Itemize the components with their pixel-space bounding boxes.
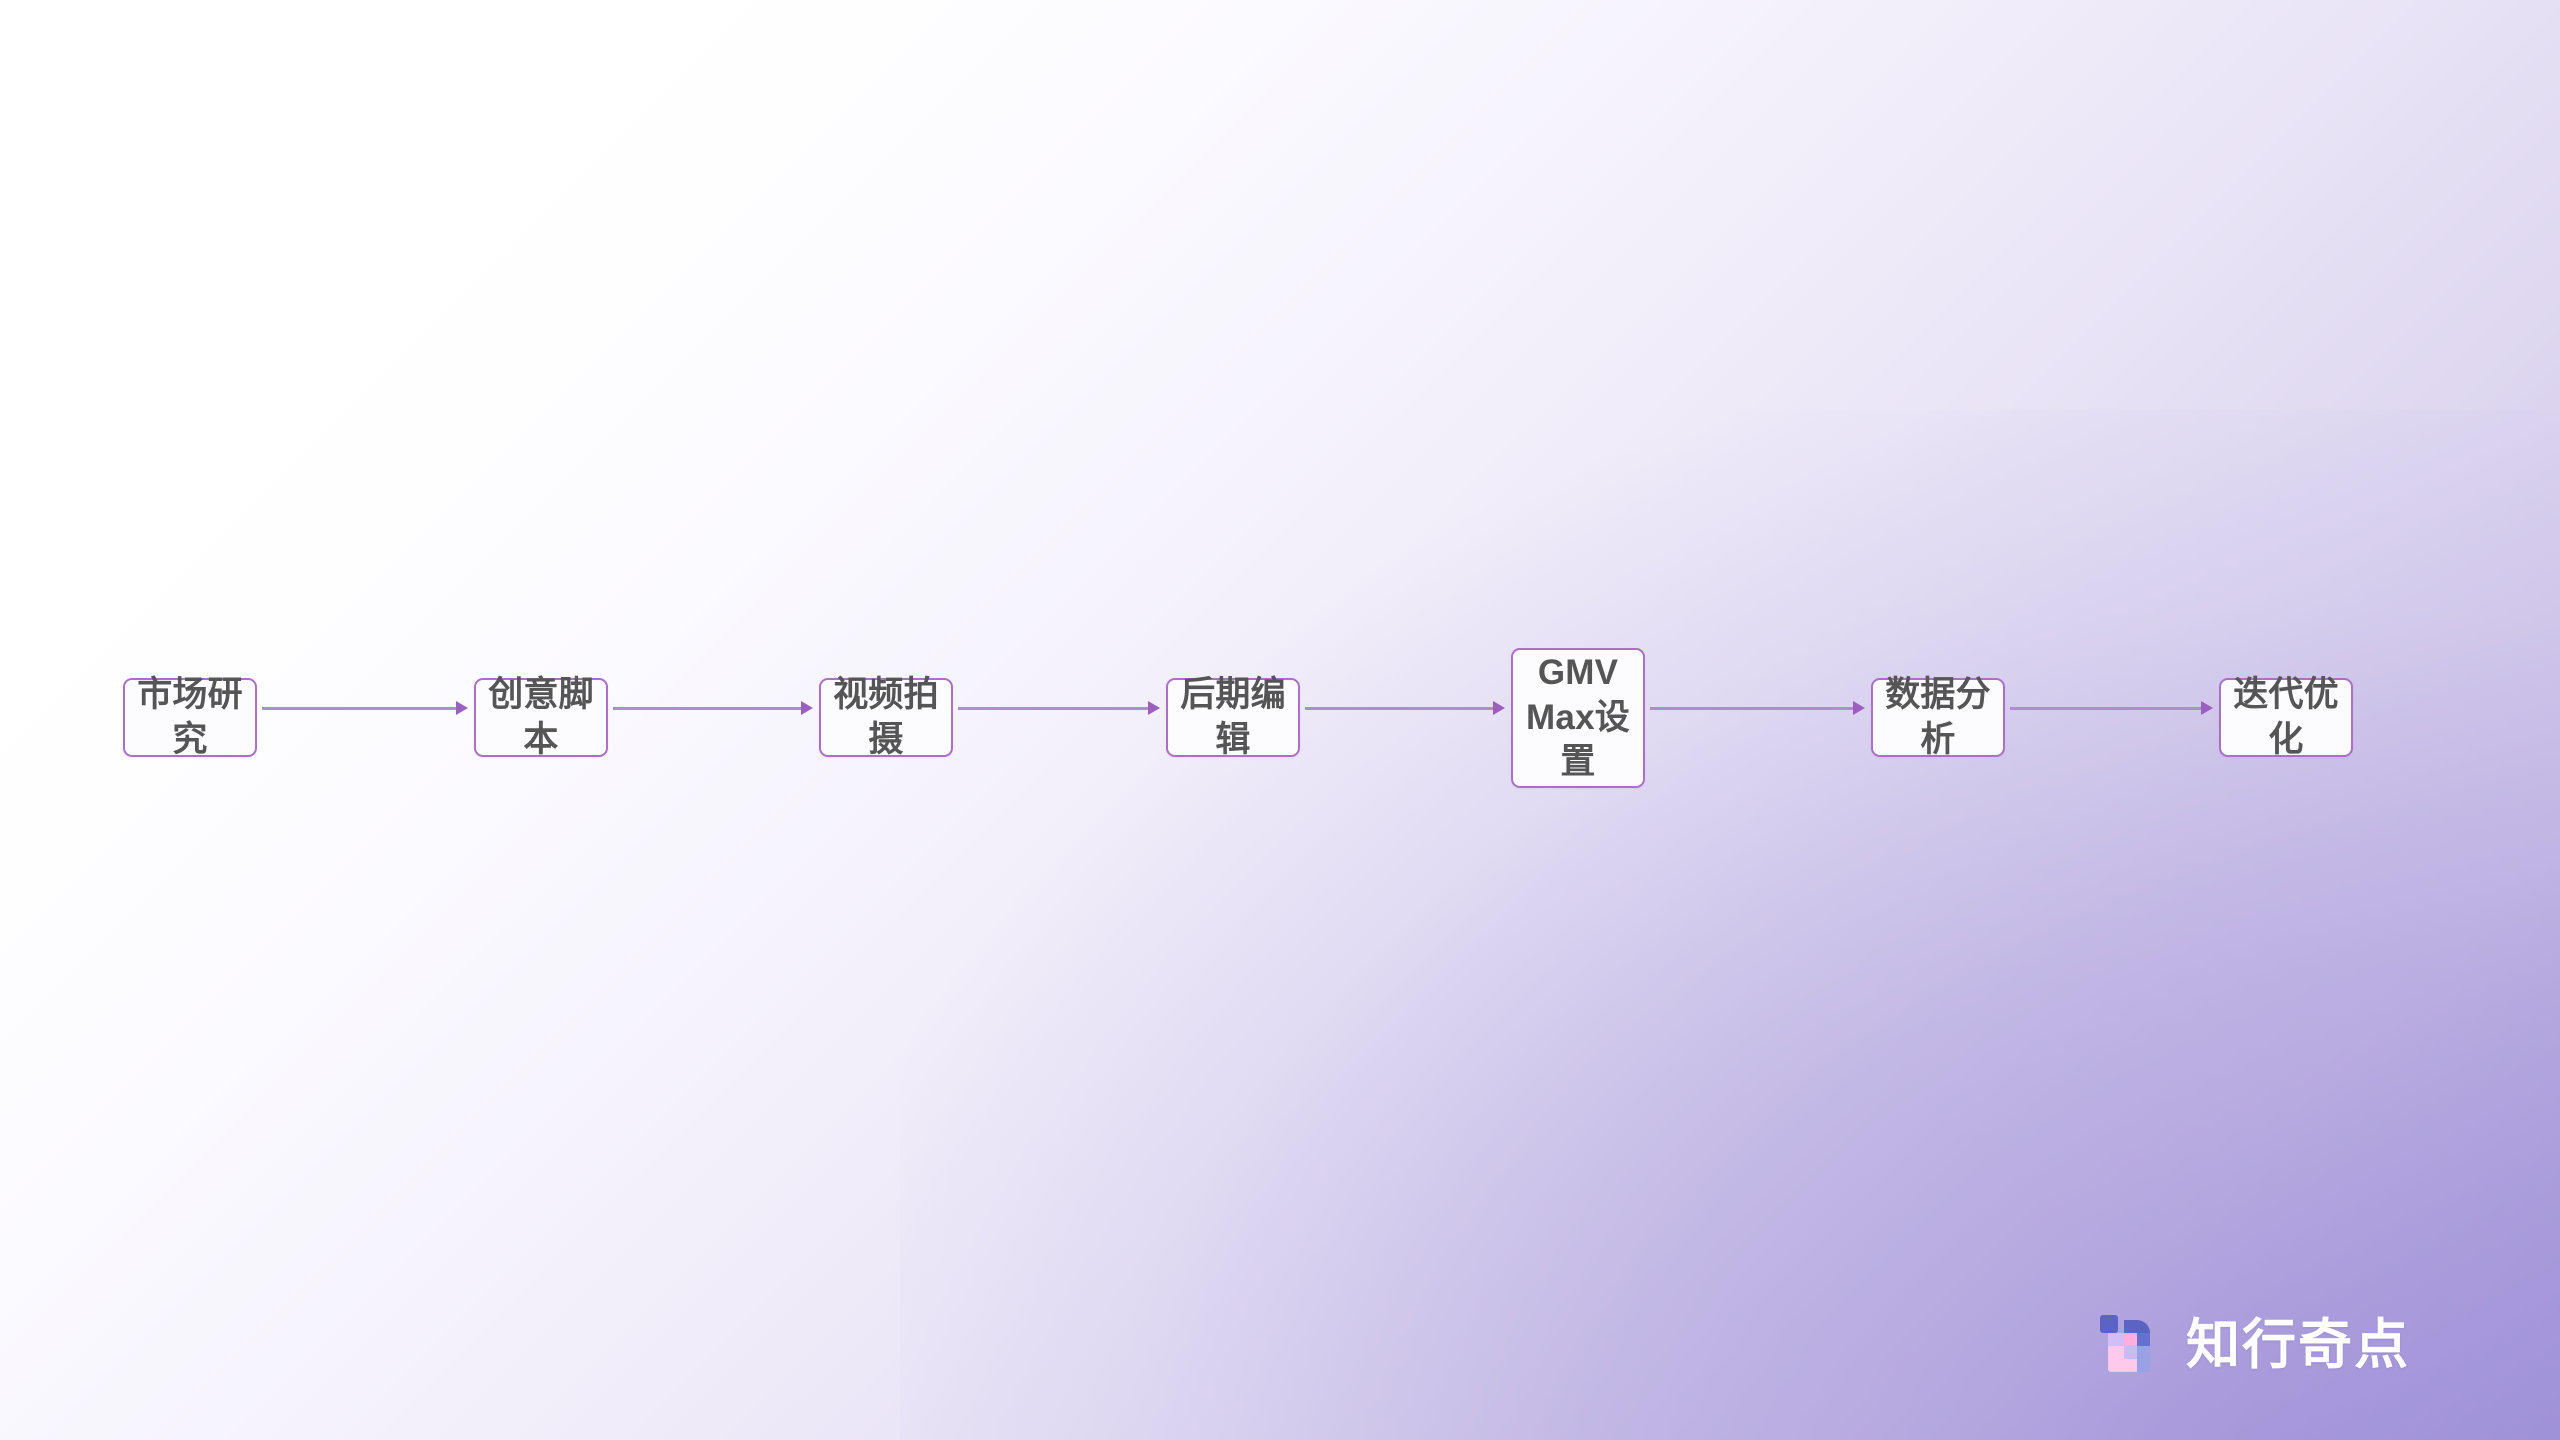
flow-connector-market-research-to-creative-script (262, 698, 468, 718)
flow-node-label: 数据分析 (1885, 674, 1991, 759)
connector-line (1650, 706, 1854, 710)
brand-logo-icon (2098, 1314, 2160, 1376)
arrow-head-icon (456, 701, 468, 715)
connector-line (613, 706, 802, 710)
watermark: 知行奇点 (2098, 1314, 2410, 1376)
connector-line (262, 706, 457, 710)
arrow-head-icon (1148, 701, 1160, 715)
flow-node-video-shooting[interactable]: 视频拍摄 (819, 675, 953, 759)
flow-node-label: 视频拍摄 (833, 674, 939, 759)
flow-node-data-analysis[interactable]: 数据分析 (1871, 675, 2005, 759)
flow-connector-gmv-max-setup-to-data-analysis (1650, 698, 1865, 718)
flow-node-label: 市场研究 (137, 674, 243, 759)
flow-connector-creative-script-to-video-shooting (613, 698, 813, 718)
flow-node-label: 后期编辑 (1180, 674, 1286, 759)
arrow-head-icon (801, 701, 813, 715)
flow-connector-data-analysis-to-iterative-optimization (2010, 698, 2213, 718)
connector-line (958, 706, 1149, 710)
flow-node-post-editing[interactable]: 后期编辑 (1166, 675, 1300, 759)
connector-line (1305, 706, 1494, 710)
arrow-head-icon (2201, 701, 2213, 715)
flow-node-label: 迭代优化 (2233, 674, 2339, 759)
brand-name: 知行奇点 (2186, 1315, 2410, 1375)
brand-logo-svg (2100, 1315, 2150, 1372)
flow-node-gmv-max-setup[interactable]: GMV Max设置 (1511, 648, 1645, 788)
flow-node-market-research[interactable]: 市场研究 (123, 675, 257, 759)
flow-node-label: 创意脚本 (488, 674, 594, 759)
flow-node-label: GMV Max设置 (1526, 652, 1630, 782)
flow-node-creative-script[interactable]: 创意脚本 (474, 675, 608, 759)
flow-node-iterative-optimization[interactable]: 迭代优化 (2219, 675, 2353, 759)
arrow-head-icon (1493, 701, 1505, 715)
flow-connector-video-shooting-to-post-editing (958, 698, 1160, 718)
arrow-head-icon (1853, 701, 1865, 715)
connector-line (2010, 706, 2202, 710)
flow-connector-post-editing-to-gmv-max-setup (1305, 698, 1505, 718)
